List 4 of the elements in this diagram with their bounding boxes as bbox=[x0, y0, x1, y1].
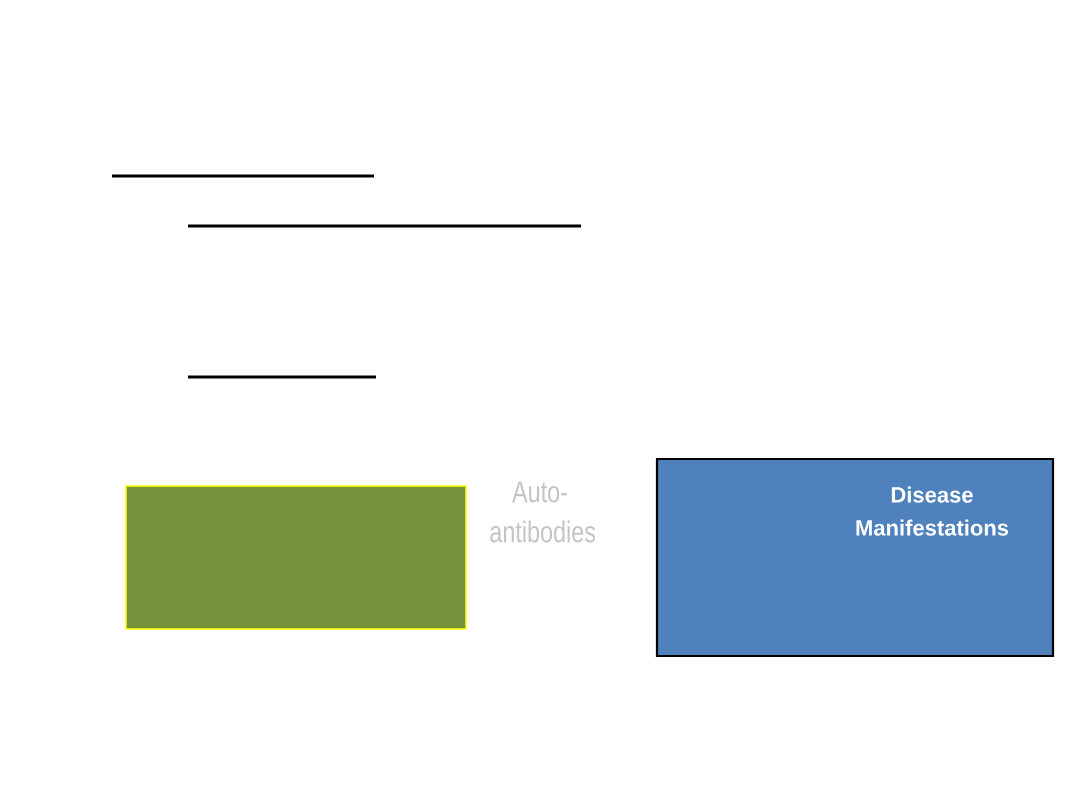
process-box bbox=[655, 457, 1055, 658]
outlined-label: Auto- antibodies bbox=[490, 481, 596, 543]
empty-box bbox=[125, 485, 467, 630]
box-text: Disease Manifestations bbox=[856, 486, 1009, 536]
